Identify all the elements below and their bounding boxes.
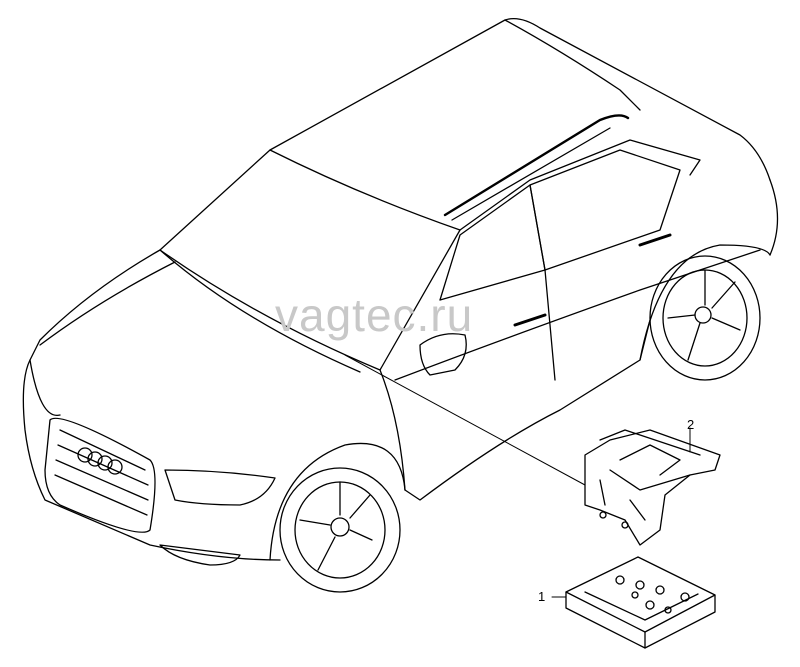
callout-1: 1 (538, 589, 546, 604)
callout-2: 2 (687, 417, 695, 432)
rear-wheel (649, 255, 761, 381)
car-illustration (22, 17, 779, 593)
part-1-control-unit (565, 556, 716, 649)
front-wheel (279, 467, 401, 593)
leader-line-2 (344, 354, 586, 486)
watermark: vagtec.ru (275, 289, 474, 341)
part-2-bracket (584, 429, 721, 546)
grille (44, 417, 156, 533)
logo-rings (77, 447, 123, 475)
